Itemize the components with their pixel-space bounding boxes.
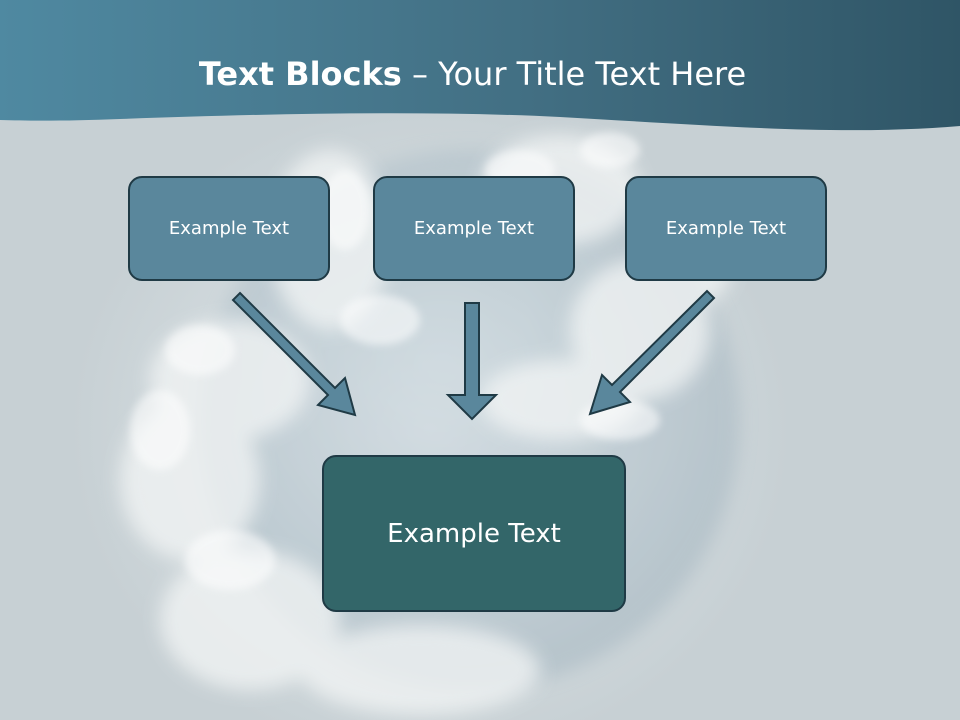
text-block-left[interactable]: Example Text: [128, 176, 330, 281]
target-block[interactable]: Example Text: [322, 455, 626, 612]
arrow-left-icon: [231, 291, 357, 417]
slide-title: Text Blocks – Your Title Text Here: [0, 52, 945, 96]
text-block-center[interactable]: Example Text: [373, 176, 575, 281]
text-block-right[interactable]: Example Text: [625, 176, 827, 281]
title-bold: Text Blocks: [198, 55, 402, 93]
arrow-right-icon: [588, 289, 716, 416]
arrow-down-icon: [445, 302, 499, 421]
header-wave: [0, 0, 960, 131]
title-rest: – Your Title Text Here: [401, 55, 747, 93]
